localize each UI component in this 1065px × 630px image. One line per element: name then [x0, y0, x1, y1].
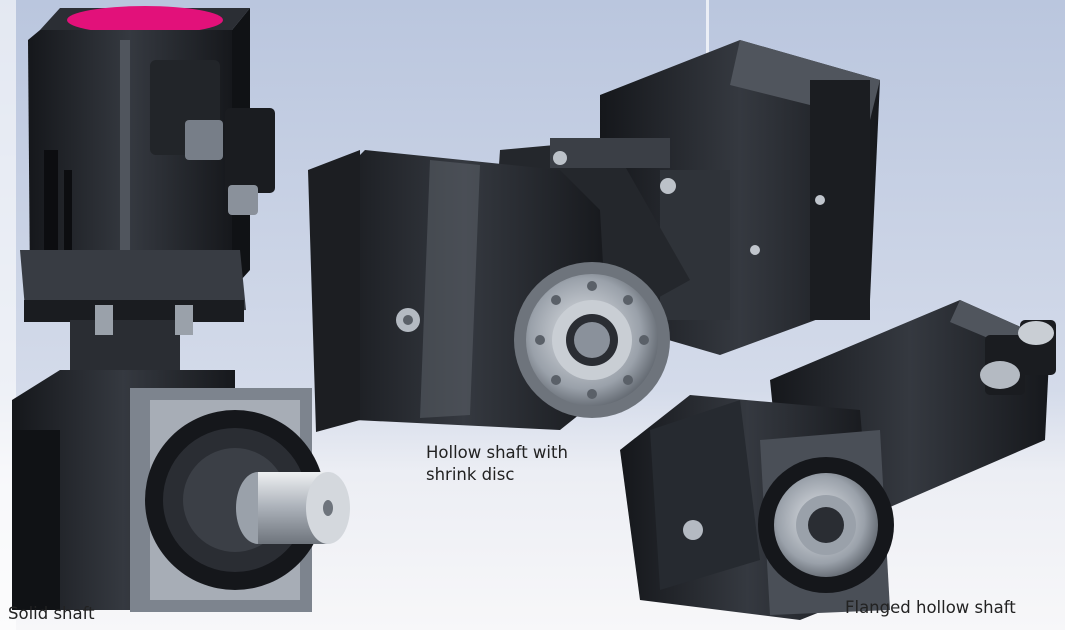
caption-solid-shaft-text: Solid shaft: [8, 604, 95, 623]
caption-flanged-hollow-shaft: Flanged hollow shaft: [845, 597, 1016, 619]
caption-hollow-shaft-line2: shrink disc: [426, 465, 515, 484]
magenta-cover: [67, 6, 223, 34]
caption-flanged-hollow-shaft-text: Flanged hollow shaft: [845, 598, 1016, 617]
flanged-hollow-shaft-gearmotor: [620, 300, 1056, 620]
caption-hollow-shaft-line1: Hollow shaft with: [426, 443, 568, 462]
caption-hollow-shaft: Hollow shaft with shrink disc: [426, 442, 568, 486]
solid-shaft-gearmotor: [12, 6, 350, 612]
caption-solid-shaft: Solid shaft: [8, 603, 95, 625]
hollow-shaft-gearmotor: [308, 40, 880, 432]
